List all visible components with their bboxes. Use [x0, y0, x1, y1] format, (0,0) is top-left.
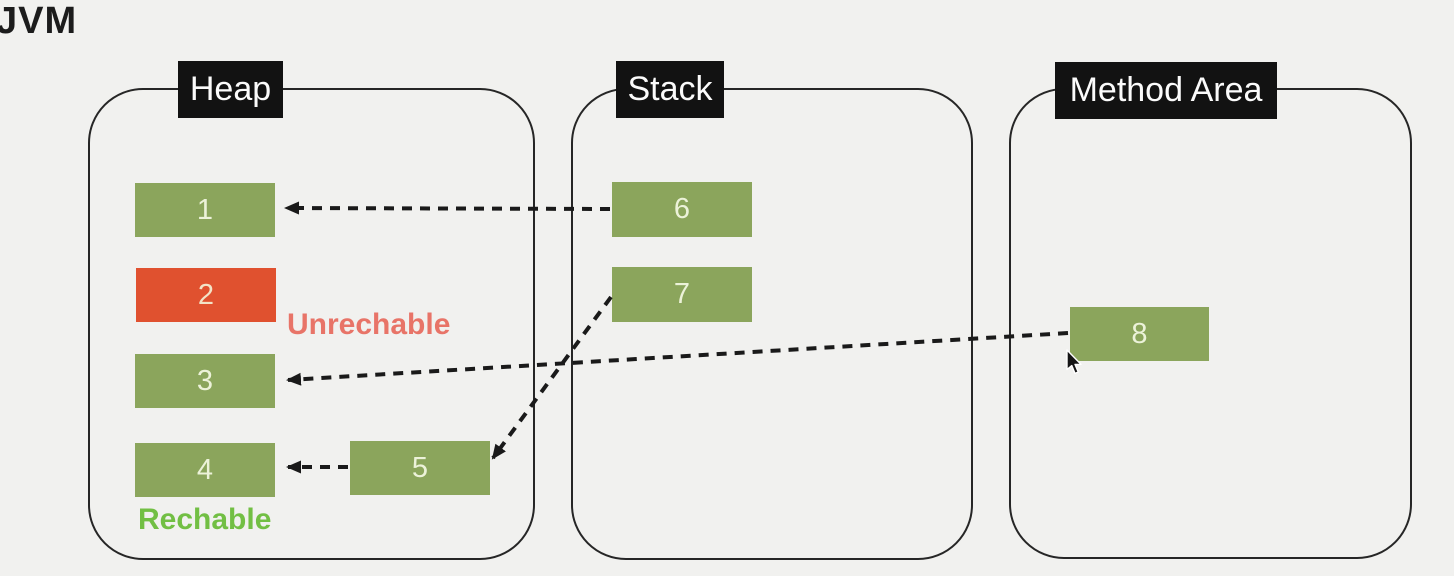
stack-region-label: Stack: [616, 61, 724, 118]
rechable-label: Rechable: [138, 503, 272, 536]
stack-region: [571, 88, 973, 560]
memory-box-6: 6: [612, 182, 752, 237]
memory-box-3: 3: [135, 354, 275, 408]
memory-box-8: 8: [1070, 307, 1209, 361]
memory-box-7: 7: [612, 267, 752, 322]
heap-region-label: Heap: [178, 61, 283, 118]
page-title: JVM: [0, 0, 78, 42]
method-area-region-label: Method Area: [1055, 62, 1277, 119]
memory-box-1: 1: [135, 183, 275, 237]
memory-box-5: 5: [350, 441, 490, 495]
unrechable-label: Unrechable: [287, 308, 451, 341]
memory-box-4: 4: [135, 443, 275, 497]
memory-box-2: 2: [136, 268, 276, 322]
